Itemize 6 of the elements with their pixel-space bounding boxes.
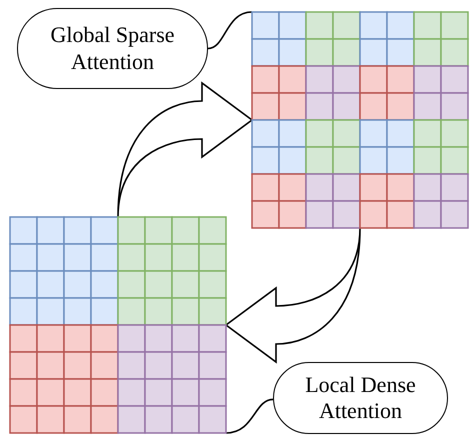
leader-line bbox=[208, 11, 252, 50]
callout-bubble: Local Dense Attention bbox=[273, 362, 448, 434]
curved-block-arrow bbox=[225, 227, 361, 363]
curved-block-arrow bbox=[117, 82, 253, 218]
leader-line bbox=[226, 398, 274, 434]
callout-bubble: Global Sparse Attention bbox=[17, 8, 208, 89]
